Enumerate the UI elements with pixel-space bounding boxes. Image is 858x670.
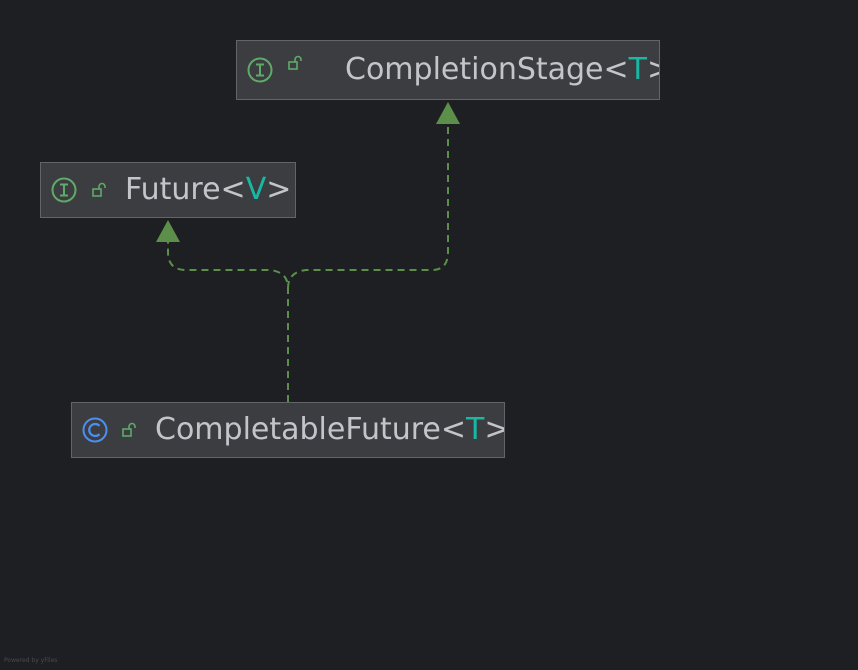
type-parameter: V (245, 172, 267, 207)
edge-cf-to-stage (287, 122, 449, 289)
class-icon (82, 417, 108, 443)
arrowhead-future (156, 220, 180, 242)
type-parameter: T (466, 412, 485, 447)
node-completable-future[interactable]: CompletableFuture<T> (71, 402, 505, 458)
unlocked-icon (288, 55, 302, 70)
node-label: CompletionStage<T> (345, 52, 659, 87)
type-parameter: T (628, 52, 647, 87)
powered-by-credit: Powered by yFiles (4, 657, 58, 664)
node-label: Future<V> (125, 172, 292, 207)
unlocked-icon (122, 422, 136, 437)
node-completion-stage[interactable]: CompletionStage<T> (236, 40, 660, 100)
unlocked-icon (92, 182, 106, 197)
node-label: CompletableFuture<T> (155, 412, 504, 447)
interface-icon (51, 177, 77, 203)
edge-cf-to-future (167, 240, 289, 402)
interface-icon (247, 57, 273, 83)
node-future[interactable]: Future<V> (40, 162, 296, 218)
arrowhead-stage (436, 102, 460, 124)
